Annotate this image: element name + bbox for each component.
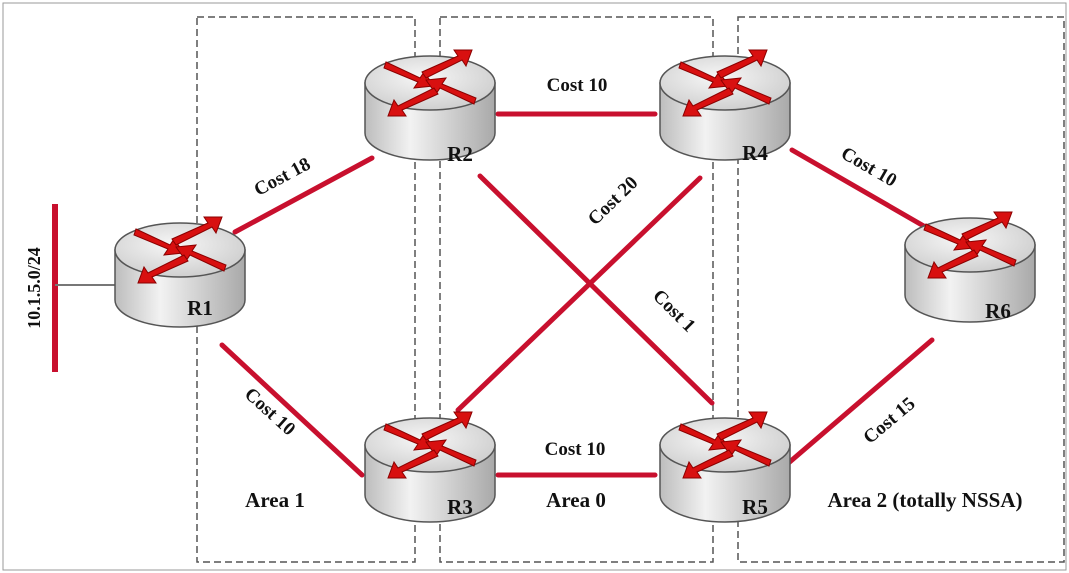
- link-r5-r6: [775, 337, 935, 475]
- area-2-label: Area 2 (totally NSSA): [827, 488, 1022, 512]
- subnet-label: 10.1.5.0/24: [24, 247, 44, 329]
- link-r4-r6: [789, 147, 951, 243]
- link-r3-r4: [455, 175, 703, 413]
- router-label: R3: [447, 495, 473, 519]
- router-r2: R2: [364, 49, 496, 166]
- router-icon: [364, 411, 496, 523]
- router-r3: R3: [364, 411, 496, 523]
- router-r1: R1: [114, 216, 246, 328]
- area-0-label: Area 0: [546, 488, 606, 512]
- router-icon: [659, 411, 791, 523]
- area-2-boundary: [737, 16, 1065, 563]
- router-label: R2: [447, 142, 473, 166]
- router-icon: [114, 216, 246, 328]
- router-r4: R4: [659, 49, 791, 165]
- router-label: R1: [187, 296, 213, 320]
- area-1-boundary: [196, 16, 416, 563]
- cost-label-r3-r5: Cost 10: [545, 439, 606, 460]
- link-r2-r5: [477, 173, 715, 406]
- router-label: R5: [742, 495, 768, 519]
- router-icon: [364, 49, 496, 161]
- cost-label-r3-r4: Cost 20: [584, 172, 642, 229]
- router-r5: R5: [659, 411, 791, 523]
- router-label: R6: [985, 299, 1011, 323]
- link-r1-r3: [219, 342, 365, 478]
- link-r1-r2: [232, 155, 375, 235]
- router-icon: [659, 49, 791, 161]
- router-icon: [904, 211, 1036, 323]
- router-r6: R6: [904, 211, 1036, 323]
- area-1-label: Area 1: [245, 488, 305, 512]
- links: [219, 111, 951, 478]
- area-0-boundary: [439, 16, 714, 563]
- cost-label-r2-r4: Cost 10: [547, 75, 608, 96]
- cost-label-r2-r5: Cost 1: [648, 286, 699, 337]
- cost-label-r5-r6: Cost 15: [859, 393, 919, 448]
- router-label: R4: [742, 141, 768, 165]
